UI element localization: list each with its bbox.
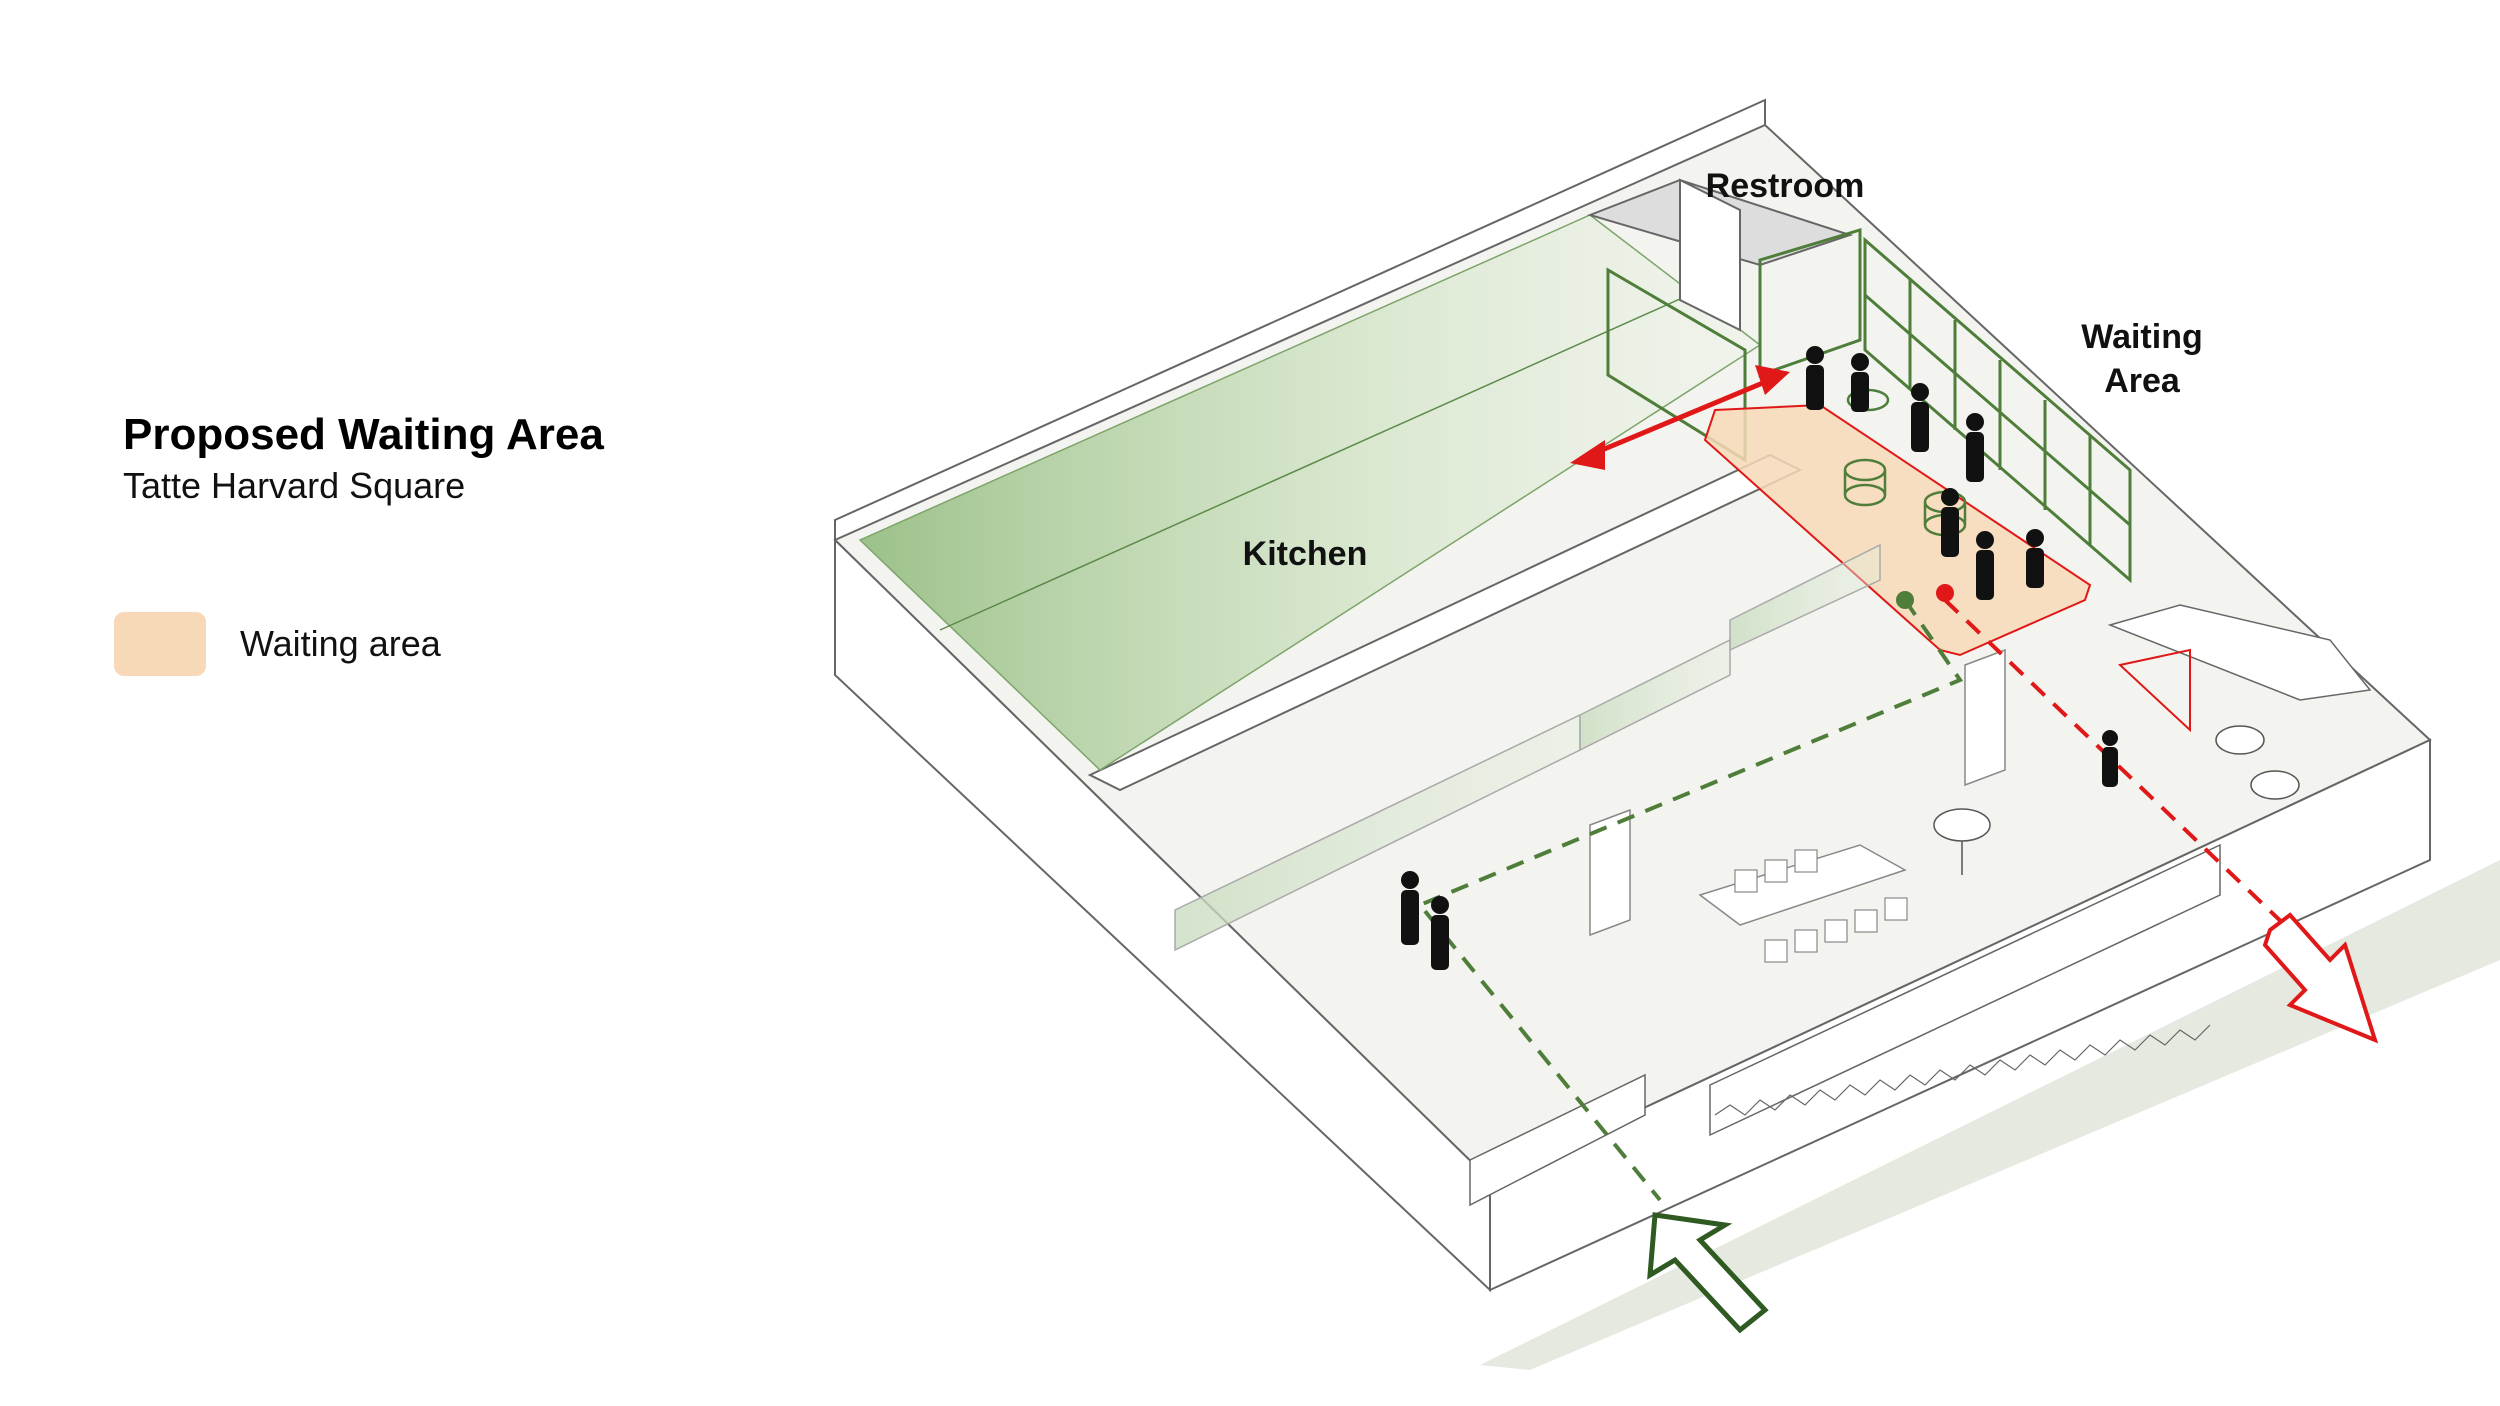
diagram-title: Proposed Waiting Area bbox=[123, 410, 604, 459]
front-shelving-long bbox=[1709, 843, 2221, 1137]
green-path-start-dot bbox=[1896, 591, 1914, 609]
staircase bbox=[2107, 604, 2372, 701]
legend-label-waiting-area: Waiting area bbox=[240, 623, 441, 664]
people-waiting-area bbox=[1806, 346, 2044, 600]
red-exit-path bbox=[1943, 598, 2292, 932]
green-door-frame bbox=[1758, 227, 1862, 378]
kitchen-counter-line bbox=[939, 289, 1701, 631]
front-shelving-short bbox=[1469, 1073, 1646, 1207]
legend: Waiting area bbox=[114, 612, 441, 676]
staircase-red-panel bbox=[2117, 648, 2191, 733]
kitchen-label: Kitchen bbox=[1243, 535, 1368, 573]
communal-table-chairs bbox=[1734, 849, 1908, 963]
column-right bbox=[1964, 648, 2006, 787]
green-customer-path bbox=[1416, 598, 1964, 1202]
exit-arrow-icon bbox=[2262, 912, 2379, 1044]
person-dining bbox=[2102, 730, 2118, 787]
restroom-wall bbox=[1679, 178, 1741, 332]
entry-arrow-icon bbox=[1647, 1212, 1769, 1334]
waiting-area-label-line1: Waiting bbox=[2081, 318, 2203, 356]
ground-plane bbox=[1480, 860, 2500, 1370]
column-left bbox=[1589, 808, 1631, 937]
people-entry bbox=[1401, 871, 1449, 970]
double-arrow-icon bbox=[1570, 365, 1790, 470]
round-table-cluster bbox=[1933, 725, 2300, 875]
dining-counter-middle bbox=[1579, 638, 1731, 752]
red-path-start-dot bbox=[1936, 584, 1954, 602]
back-wall-line bbox=[834, 98, 1766, 540]
title-block: Proposed Waiting Area Tatte Harvard Squa… bbox=[123, 408, 604, 510]
diagram-subtitle: Tatte Harvard Square bbox=[123, 465, 466, 506]
waiting-area-label-line2: Area bbox=[2104, 362, 2181, 400]
green-shelving bbox=[1863, 236, 2132, 584]
front-shelving-pattern bbox=[1714, 1024, 2211, 1116]
restroom-label: Restroom bbox=[1706, 167, 1865, 205]
legend-swatch-waiting-area bbox=[114, 612, 206, 676]
